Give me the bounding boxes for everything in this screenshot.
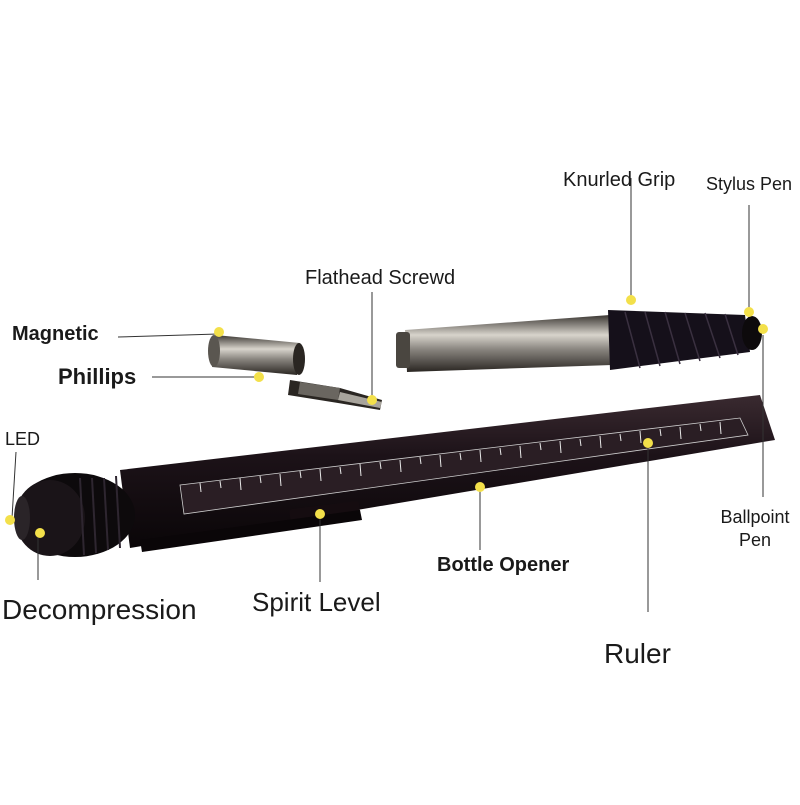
- bottle-opener-marker: [475, 482, 485, 492]
- led-marker: [5, 515, 15, 525]
- stylus-pen-label: Stylus Pen: [706, 174, 793, 194]
- flathead-marker: [367, 395, 377, 405]
- magnetic-marker: [214, 327, 224, 337]
- bottle-opener-label: Bottle Opener: [437, 554, 570, 576]
- leader-lines: [11, 178, 764, 612]
- ballpoint-pen-label-line1: Ballpoint: [720, 507, 790, 527]
- ruler-strip: [179, 417, 749, 515]
- spirit-level-label: Spirit Level: [252, 587, 381, 617]
- ruler-ticks: [199, 421, 722, 493]
- knurled-grip-marker: [626, 295, 636, 305]
- decompression-label: Decompression: [2, 594, 197, 625]
- phillips-label: Phillips: [58, 364, 137, 389]
- screwdriver-bit: [288, 380, 382, 410]
- decompression-end: [14, 473, 135, 557]
- flathead-label: Flathead Screwd: [305, 267, 456, 289]
- magnetic-bit-holder: [208, 335, 305, 375]
- knurled-grip-label: Knurled Grip: [563, 169, 676, 191]
- decompression-marker: [35, 528, 45, 538]
- led-label: LED: [5, 429, 41, 449]
- pen-main-body: [120, 395, 775, 552]
- magnetic-label: Magnetic: [12, 323, 99, 345]
- phillips-marker: [254, 372, 264, 382]
- ballpoint-pen-label-line2: Pen: [738, 530, 772, 551]
- ruler-marker: [643, 438, 653, 448]
- knurled-grip-section: [608, 310, 750, 370]
- spirit-level-marker: [315, 509, 325, 519]
- ballpoint-pen-marker: [758, 324, 768, 334]
- callout-markers: [5, 295, 768, 538]
- pen-cap: [396, 310, 762, 372]
- ballpoint-pen-label: Ballpoint Pen: [715, 506, 795, 553]
- stylus-pen-marker: [744, 307, 754, 317]
- ruler-label: Ruler: [604, 638, 671, 669]
